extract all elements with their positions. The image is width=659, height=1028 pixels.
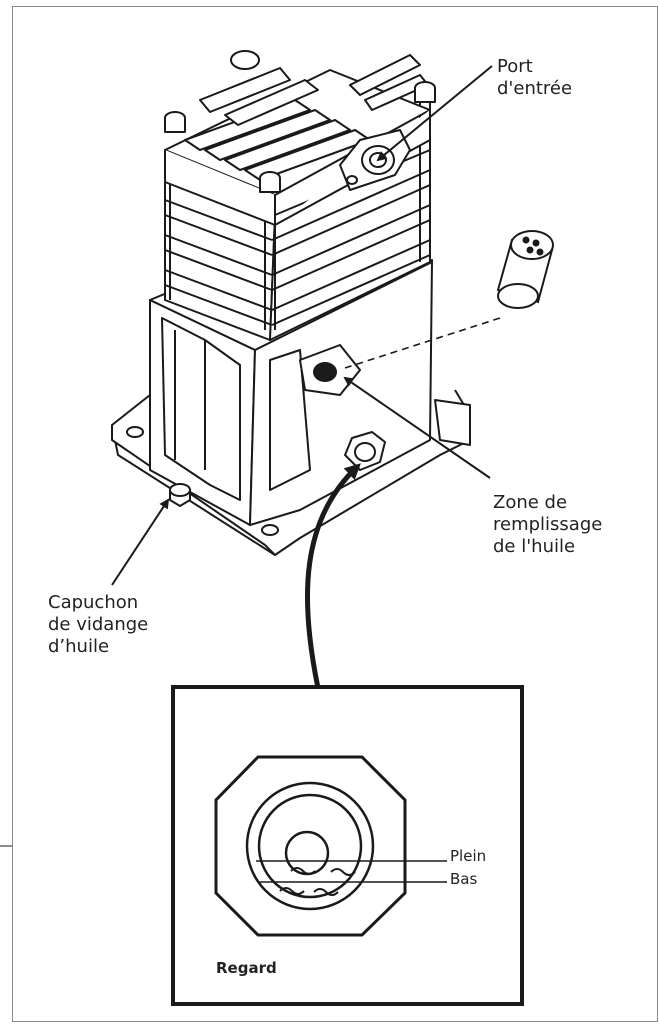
low-level-label: Bas — [450, 870, 478, 888]
breather-dashed-line — [344, 317, 501, 369]
full-level-label: Plein — [450, 847, 487, 865]
inlet-port-label: Port d'entrée — [497, 56, 573, 99]
oil-fill-leader — [343, 376, 491, 479]
breather-plug — [496, 230, 554, 309]
oil-fill-label: Zone de remplissage de l'huile — [493, 492, 603, 557]
sight-glass-leader — [304, 463, 361, 689]
sight-glass-detail — [214, 755, 447, 937]
sight-glass-label: Regard — [216, 959, 277, 977]
drain-cap-label: Capuchon de vidange d’huile — [48, 592, 149, 657]
pump-body — [111, 50, 471, 556]
drain-cap-leader — [111, 498, 170, 586]
figure-frame — [12, 6, 658, 1022]
inlet-port-leader — [376, 65, 493, 162]
